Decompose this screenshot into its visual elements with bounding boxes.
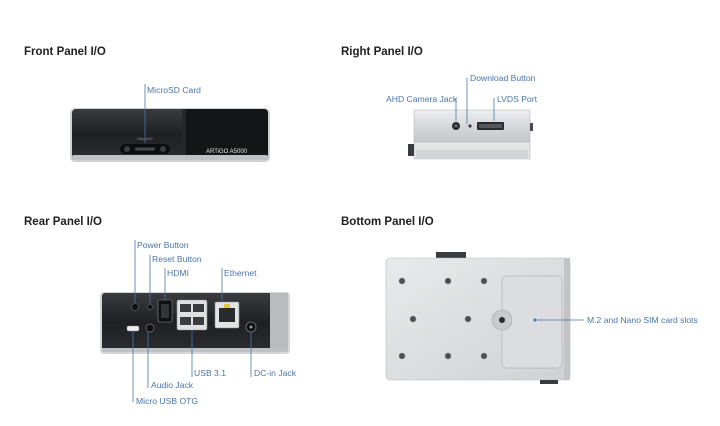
rear-panel-device	[100, 240, 290, 402]
callout-download-button: Download Button	[470, 73, 536, 83]
callout-micro-usb-otg: Micro USB OTG	[136, 396, 199, 406]
right-panel-device	[408, 78, 533, 160]
rear-panel-title: Rear Panel I/O	[24, 216, 102, 228]
callout-m2-sim-slots: M.2 and Nano SIM card slots	[587, 315, 698, 325]
callout-hdmi: HDMI	[167, 268, 189, 278]
front-panel-title: Front Panel I/O	[24, 46, 106, 58]
callout-usb-3-1: USB 3.1	[194, 368, 227, 378]
bottom-panel-device	[385, 252, 584, 384]
callout-reset-button: Reset Button	[152, 254, 202, 264]
callout-ahd-camera-jack: AHD Camera Jack	[386, 94, 458, 104]
front-panel-device: MicroSD ARTiGO A5000	[70, 84, 270, 162]
right-panel-title: Right Panel I/O	[341, 46, 423, 58]
callout-dc-in-jack: DC-in Jack	[254, 368, 297, 378]
callout-audio-jack: Audio Jack	[151, 380, 194, 390]
callout-microsd-card: MicroSD Card	[147, 85, 201, 95]
device-brand-label: ARTiGO A5000	[206, 149, 248, 155]
callout-power-button: Power Button	[137, 240, 189, 250]
callout-lvds-port: LVDS Port	[497, 94, 537, 104]
callout-ethernet: Ethernet	[224, 268, 257, 278]
bottom-panel-title: Bottom Panel I/O	[341, 216, 434, 228]
microsd-slot	[120, 144, 170, 154]
